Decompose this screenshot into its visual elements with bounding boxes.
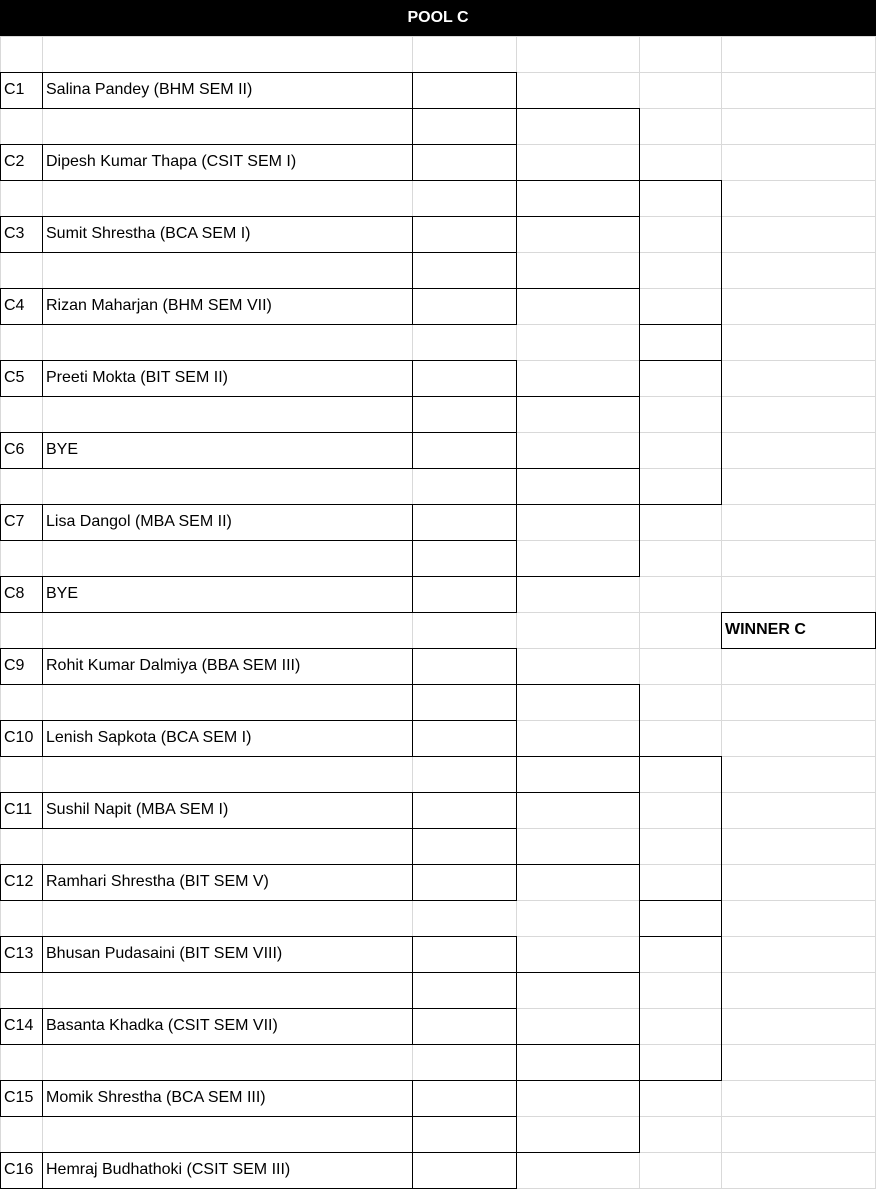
r4-match-box — [639, 756, 722, 1081]
r3-slot-box — [516, 1044, 640, 1081]
pool-title[interactable]: POOL C — [0, 0, 876, 36]
entry-name[interactable]: Sushil Napit (MBA SEM I) — [46, 801, 229, 818]
r2-match-box — [412, 648, 517, 757]
winner-label[interactable]: WINNER C — [725, 621, 806, 638]
r2-match-box — [412, 792, 517, 901]
entry-seed[interactable]: C2 — [4, 153, 25, 170]
entry-name[interactable]: Bhusan Pudasaini (BIT SEM VIII) — [46, 945, 283, 962]
entry-seed[interactable]: C3 — [4, 225, 25, 242]
r2-slot-box — [412, 1116, 517, 1153]
entry-seed[interactable]: C9 — [4, 657, 25, 674]
r2-match-box — [412, 1080, 517, 1189]
entry-seed[interactable]: C5 — [4, 369, 25, 386]
entry-seed[interactable]: C8 — [4, 585, 25, 602]
r2-match-box — [412, 216, 517, 325]
entry-name[interactable]: Dipesh Kumar Thapa (CSIT SEM I) — [46, 153, 297, 170]
r2-match-box — [412, 72, 517, 181]
entry-name[interactable]: BYE — [46, 441, 79, 458]
entry-name[interactable]: Hemraj Budhathoki (CSIT SEM III) — [46, 1161, 291, 1178]
r3-match-box — [516, 396, 640, 577]
entry-name[interactable]: Momik Shrestha (BCA SEM III) — [46, 1089, 266, 1106]
entry-name[interactable]: Preeti Mokta (BIT SEM II) — [46, 369, 228, 386]
entry-seed[interactable]: C10 — [4, 729, 34, 746]
r3-slot-box — [516, 180, 640, 217]
entry-seed[interactable]: C16 — [4, 1161, 34, 1178]
entry-name[interactable]: Lisa Dangol (MBA SEM II) — [46, 513, 232, 530]
r2-slot-box — [412, 540, 517, 577]
r3-match-box — [516, 108, 640, 289]
r3-slot-box — [516, 468, 640, 505]
entry-seed[interactable]: C13 — [4, 945, 34, 962]
entry-seed[interactable]: C15 — [4, 1089, 34, 1106]
entry-name[interactable]: Sumit Shrestha (BCA SEM I) — [46, 225, 251, 242]
entry-name[interactable]: Salina Pandey (BHM SEM II) — [46, 81, 253, 98]
entry-seed[interactable]: C6 — [4, 441, 25, 458]
r4-match-box — [639, 180, 722, 505]
r2-slot-box — [412, 972, 517, 1009]
r2-slot-box — [412, 108, 517, 145]
entry-seed[interactable]: C12 — [4, 873, 34, 890]
entry-name[interactable]: Rohit Kumar Dalmiya (BBA SEM III) — [46, 657, 301, 674]
r2-slot-box — [412, 828, 517, 865]
r4-slot-box — [639, 900, 722, 937]
r3-match-box — [516, 684, 640, 865]
r2-slot-box — [412, 684, 517, 721]
r3-slot-box — [516, 756, 640, 793]
entry-name[interactable]: BYE — [46, 585, 79, 602]
entry-seed[interactable]: C7 — [4, 513, 25, 530]
r3-match-box — [516, 972, 640, 1153]
entry-seed[interactable]: C1 — [4, 81, 25, 98]
r2-match-box — [412, 504, 517, 613]
entry-seed[interactable]: C11 — [4, 801, 33, 818]
r2-match-box — [412, 360, 517, 469]
r2-slot-box — [412, 252, 517, 289]
r2-slot-box — [412, 396, 517, 433]
entry-seed[interactable]: C4 — [4, 297, 25, 314]
r2-match-box — [412, 936, 517, 1045]
entry-name[interactable]: Lenish Sapkota (BCA SEM I) — [46, 729, 252, 746]
entry-seed[interactable]: C14 — [4, 1017, 34, 1034]
entry-name[interactable]: Ramhari Shrestha (BIT SEM V) — [46, 873, 269, 890]
entry-name[interactable]: Basanta Khadka (CSIT SEM VII) — [46, 1017, 278, 1034]
entry-name[interactable]: Rizan Maharjan (BHM SEM VII) — [46, 297, 272, 314]
r4-slot-box — [639, 324, 722, 361]
